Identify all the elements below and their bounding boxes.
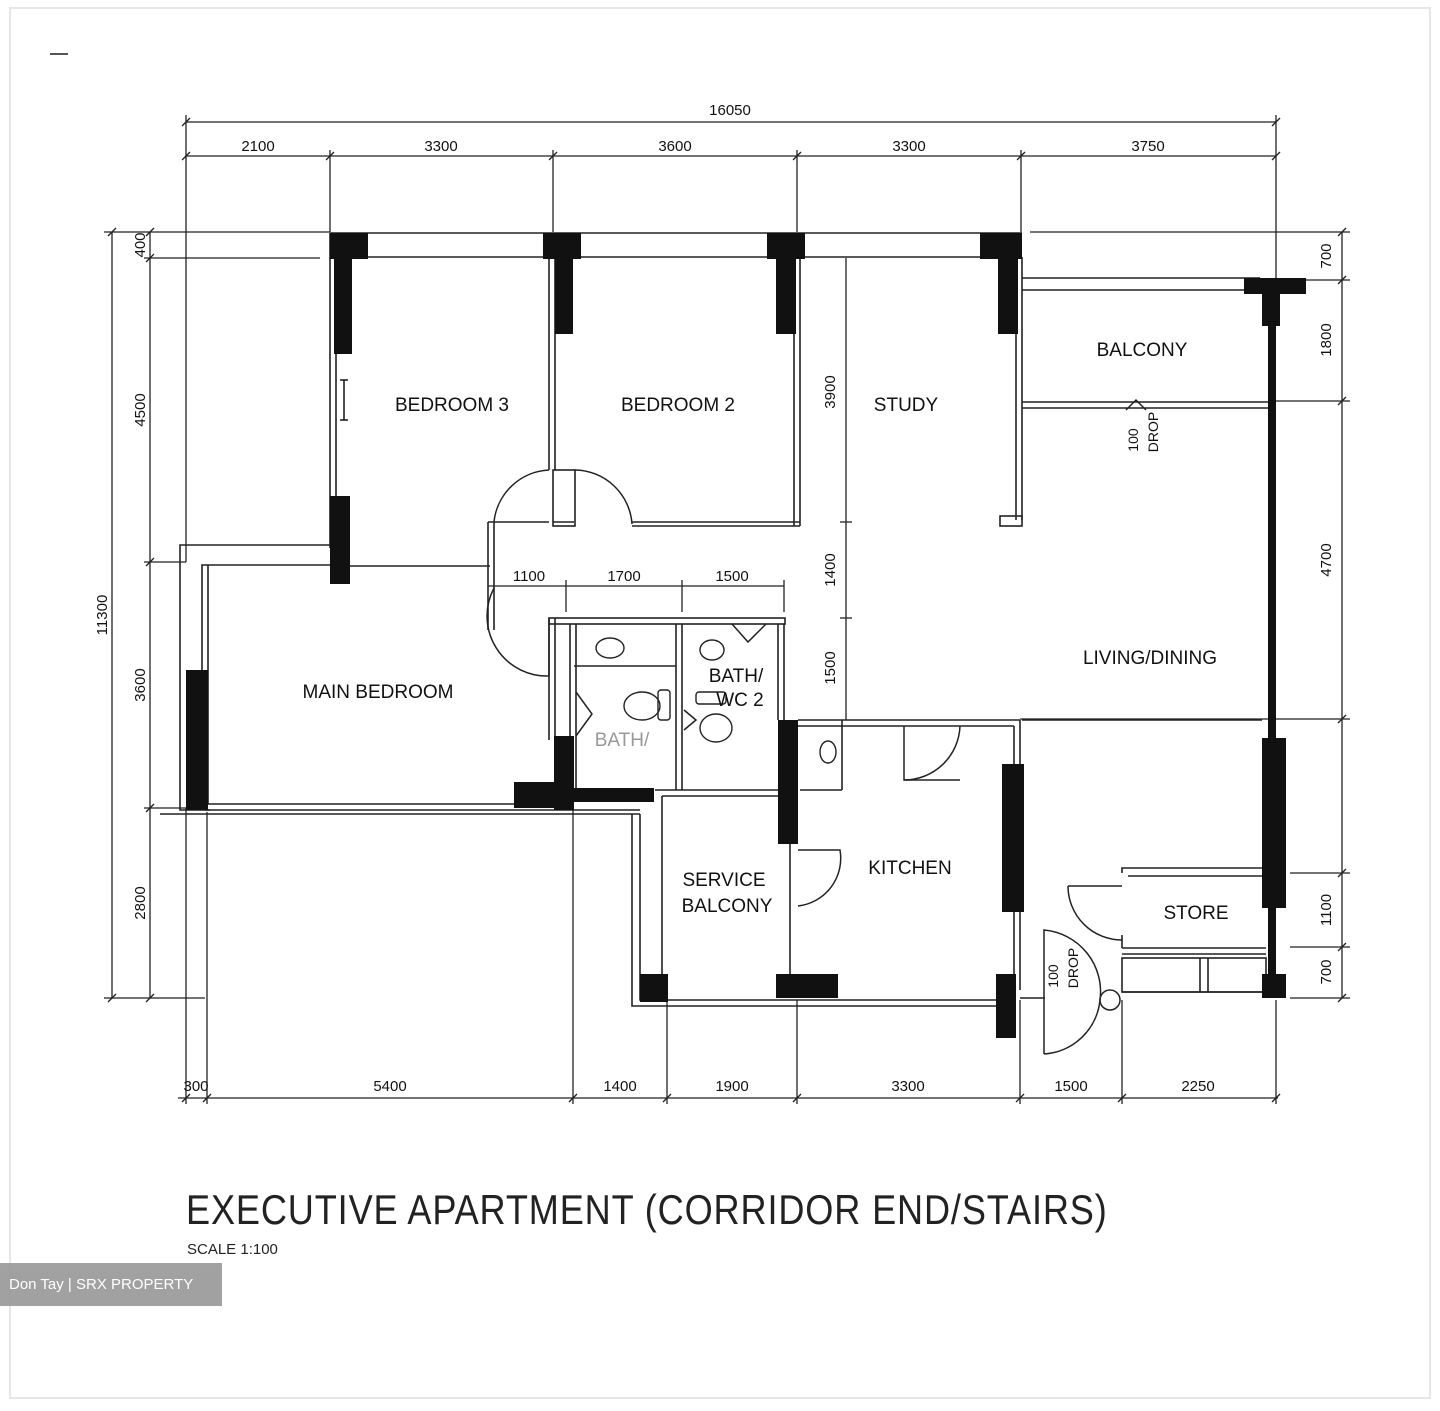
dim-left-3: 3600 (132, 668, 149, 701)
dim-bottom-1: 300 (183, 1078, 208, 1095)
toilet-icon (623, 691, 661, 721)
dim-bottom-7: 2250 (1181, 1078, 1214, 1095)
dim-inner-h-3: 1500 (715, 568, 748, 585)
dim-right-4: 1100 (1318, 894, 1335, 926)
bottom-dimension-lines (178, 808, 1281, 1104)
right-dimension-lines (1020, 227, 1350, 1003)
room-label-kitchen: KITCHEN (868, 858, 951, 879)
drop-note-balcony-value: 100 (1125, 428, 1141, 452)
dim-top-2: 3300 (424, 138, 457, 155)
dim-right-2: 1800 (1318, 323, 1335, 356)
room-label-service-balcony-line2: BALCONY (682, 896, 773, 917)
dim-inner-v-2: 1400 (822, 553, 839, 586)
dim-bottom-4: 1900 (715, 1078, 748, 1095)
dim-inner-h-2: 1700 (607, 568, 640, 585)
room-label-service-balcony-line1: SERVICE (682, 870, 765, 891)
drop-notes: 100 DROP 100 DROP (1045, 412, 1161, 988)
room-label-bath-wc2-line2: WC 2 (716, 690, 764, 711)
left-dimension-lines (104, 227, 330, 1003)
dim-inner-v-3: 1500 (822, 651, 839, 684)
dim-right-3: 4700 (1318, 543, 1335, 576)
dim-bottom-5: 3300 (891, 1078, 924, 1095)
dim-inner-v-1: 3900 (822, 375, 839, 408)
image-frame (9, 7, 1431, 1399)
top-dimension-lines (181, 115, 1281, 562)
door-swings (486, 398, 1147, 1055)
kitchen-sink-icon (819, 740, 837, 764)
room-label-bath: BATH/ (595, 730, 650, 751)
dim-inner-h-1: 1100 (513, 568, 545, 585)
drop-note-entry-label: DROP (1065, 948, 1081, 988)
dim-top-4: 3300 (892, 138, 925, 155)
dim-right-1: 700 (1318, 243, 1335, 268)
dim-top-total: 16050 (709, 102, 751, 119)
room-label-study: STUDY (874, 395, 939, 416)
dim-left-2: 4500 (132, 393, 149, 426)
watermark-credit: Don Tay | SRX PROPERTY (0, 1263, 222, 1306)
drop-note-balcony-label: DROP (1145, 412, 1161, 452)
structural-columns (186, 233, 1306, 1038)
dim-left-total: 11300 (94, 595, 111, 636)
dim-top-5: 3750 (1131, 138, 1164, 155)
dim-right-5: 700 (1318, 959, 1335, 984)
dim-bottom-6: 1500 (1054, 1078, 1087, 1095)
dim-left-1: 400 (132, 232, 149, 257)
room-label-store: STORE (1163, 903, 1228, 924)
dim-bottom-2: 5400 (373, 1078, 406, 1095)
toilet-icon (699, 713, 733, 743)
sanitary-fixtures (595, 637, 837, 764)
room-labels: BEDROOM 3 BEDROOM 2 STUDY BALCONY MAIN B… (303, 340, 1229, 924)
plan-title: EXECUTIVE APARTMENT (CORRIDOR END/STAIRS… (186, 1186, 1108, 1233)
drop-note-entry-value: 100 (1045, 964, 1061, 988)
dim-top-3: 3600 (658, 138, 691, 155)
room-label-bedroom-2: BEDROOM 2 (621, 395, 735, 416)
room-label-living-dining: LIVING/DINING (1083, 648, 1217, 669)
dim-bottom-3: 1400 (603, 1078, 636, 1095)
basin-icon (595, 637, 625, 659)
room-label-bath-wc2-line1: BATH/ (709, 666, 764, 687)
dim-top-1: 2100 (241, 138, 274, 155)
basin-icon (699, 639, 725, 661)
dimension-labels: 16050 2100 3300 3600 3300 3750 300 5400 … (94, 102, 1335, 1095)
room-label-balcony: BALCONY (1097, 340, 1188, 361)
room-label-bedroom-3: BEDROOM 3 (395, 395, 509, 416)
inner-dimension-lines (488, 258, 852, 720)
room-label-main-bedroom: MAIN BEDROOM (303, 682, 454, 703)
plan-scale: SCALE 1:100 (187, 1241, 278, 1258)
dim-left-4: 2800 (132, 886, 149, 919)
